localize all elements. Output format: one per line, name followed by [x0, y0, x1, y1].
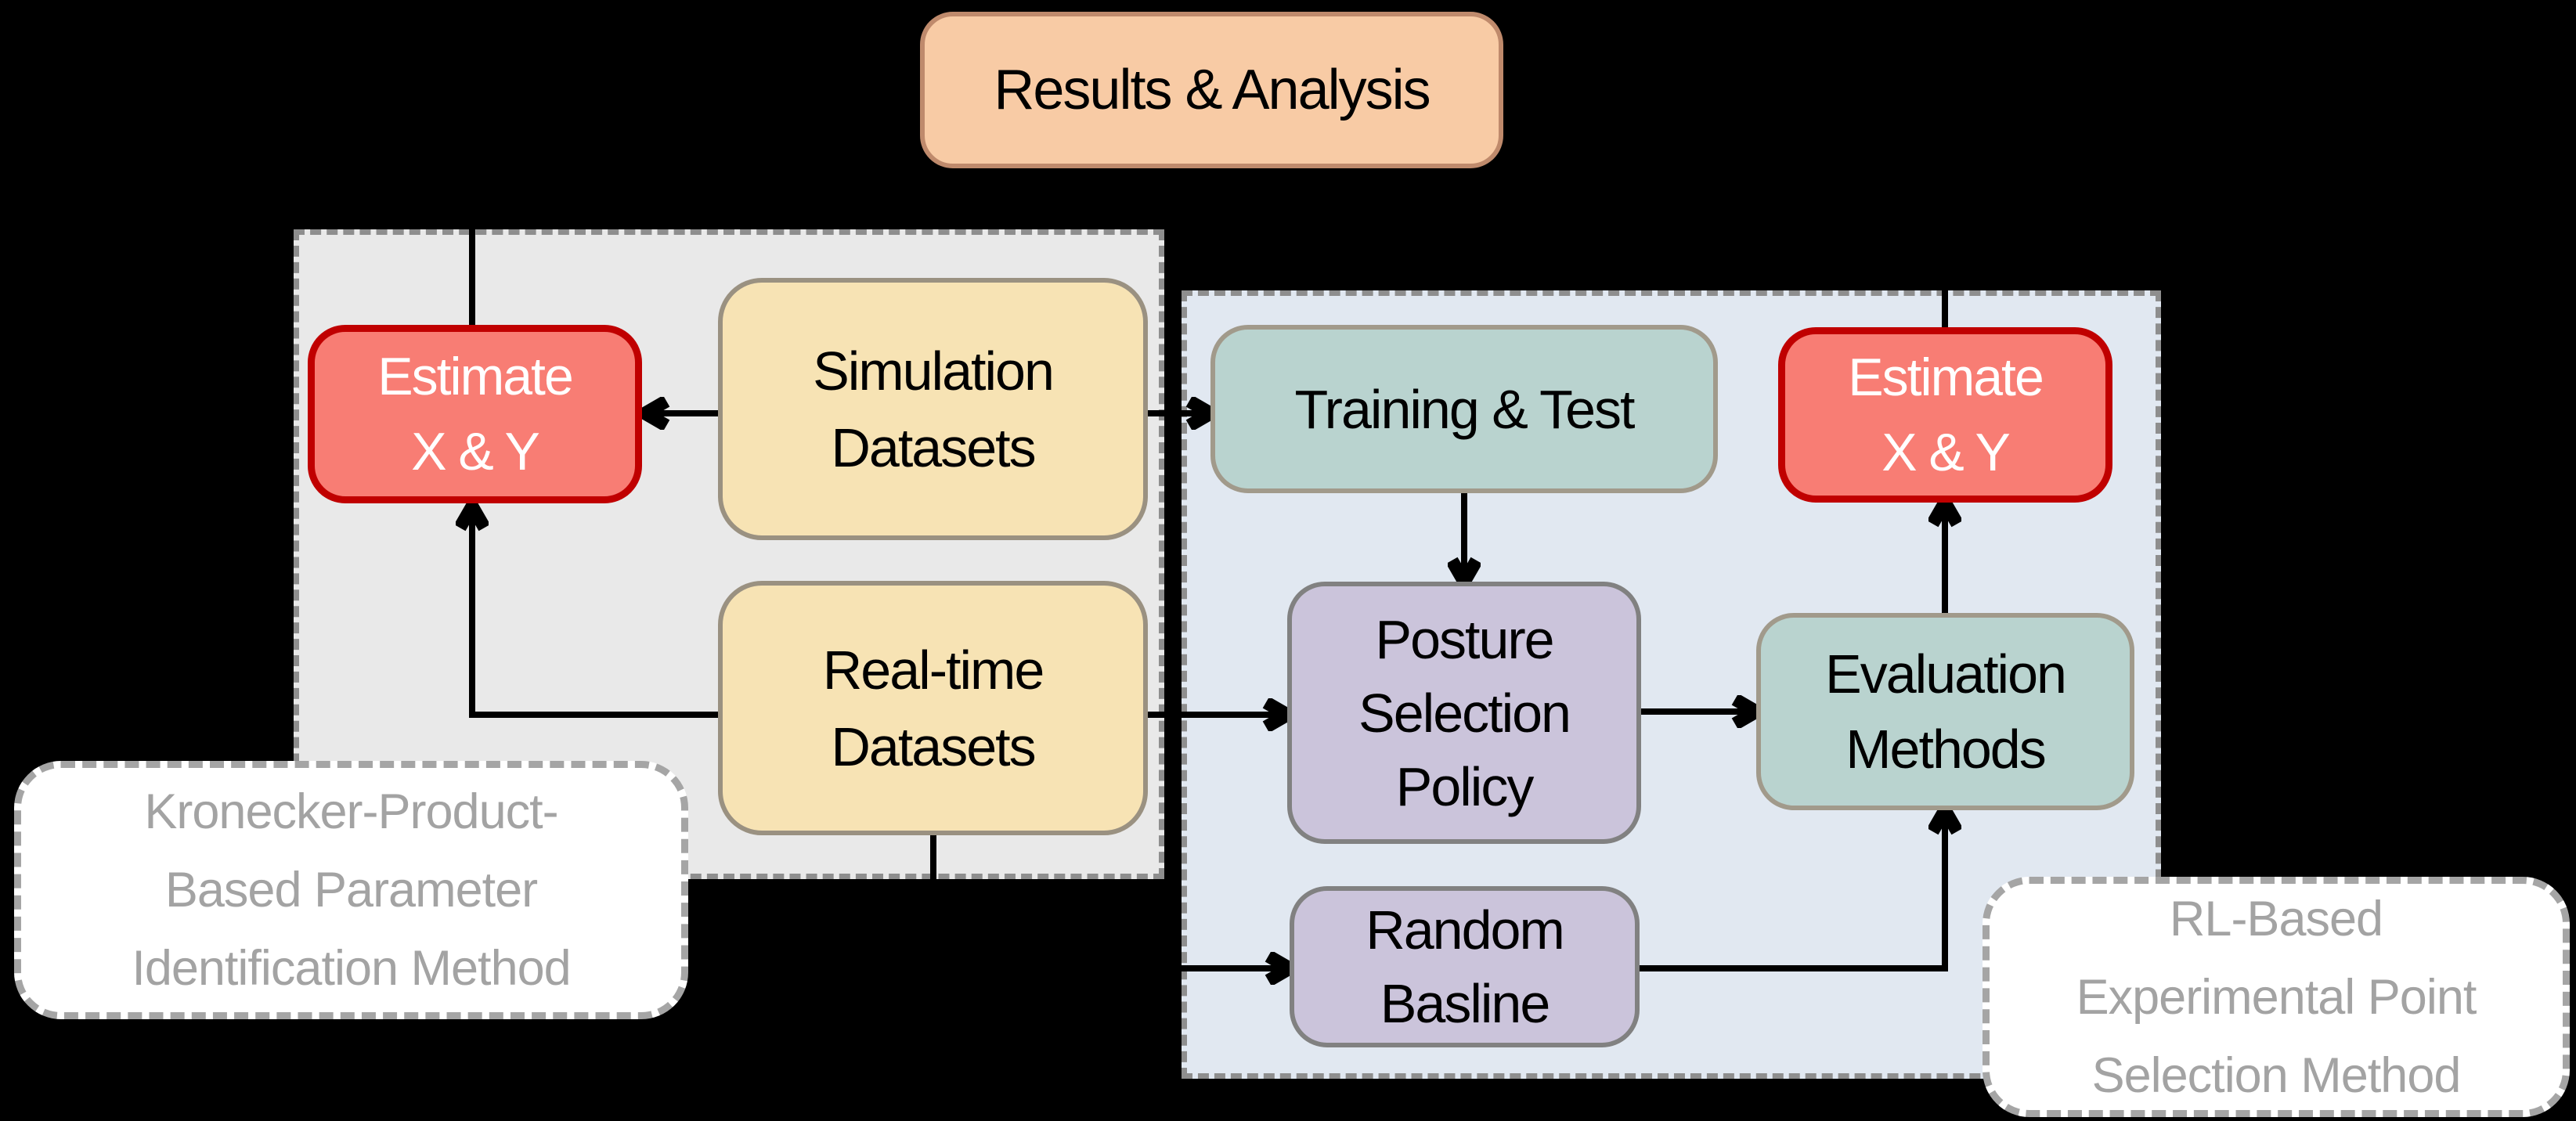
node-label-line: Posture: [1375, 608, 1554, 670]
method-label-line: Identification Method: [132, 941, 571, 996]
node-label-line: Estimate: [377, 347, 574, 406]
label-rl-method: RL-Based Experimental Point Selection Me…: [1983, 877, 2570, 1117]
node-evaluation-methods: Evaluation Methods: [1756, 613, 2134, 810]
node-label-line: Datasets: [831, 416, 1036, 478]
node-label-line: Real-time: [822, 639, 1045, 701]
node-label-line: Selection: [1358, 682, 1571, 744]
node-label-line: Evaluation: [1825, 643, 2067, 705]
node-random-basline: Random Basline: [1290, 886, 1640, 1047]
node-label-line: Datasets: [831, 715, 1036, 777]
node-simulation-datasets: Simulation Datasets: [718, 278, 1148, 540]
method-label-line: Kronecker-Product-: [144, 784, 558, 839]
node-posture-selection-policy: Posture Selection Policy: [1287, 582, 1641, 844]
method-label-line: Selection Method: [2091, 1047, 2462, 1103]
node-estimate-xy-left: Estimate X & Y: [308, 325, 642, 503]
node-realtime-datasets: Real-time Datasets: [718, 581, 1148, 835]
node-label-line: Policy: [1395, 755, 1535, 817]
node-training-test: Training & Test: [1210, 325, 1718, 493]
node-estimate-xy-right: Estimate X & Y: [1778, 327, 2112, 503]
method-label-line: RL-Based: [2169, 891, 2383, 946]
label-kronecker-method: Kronecker-Product- Based Parameter Ident…: [14, 761, 688, 1019]
node-label-line: Estimate: [1848, 348, 2044, 407]
node-label-line: X & Y: [411, 422, 540, 481]
node-label-line: Simulation: [813, 340, 1055, 402]
node-label-line: Training & Test: [1294, 378, 1636, 440]
node-label-line: Basline: [1380, 973, 1551, 1034]
node-label-line: Methods: [1845, 719, 2046, 780]
method-label-line: Based Parameter: [164, 863, 538, 917]
method-label-line: Experimental Point: [2076, 969, 2477, 1025]
results-analysis-label: Results & Analysis: [994, 59, 1431, 121]
results-analysis-box: Results & Analysis: [920, 12, 1503, 168]
node-label-line: X & Y: [1881, 423, 2011, 482]
node-label-line: Random: [1366, 899, 1565, 961]
